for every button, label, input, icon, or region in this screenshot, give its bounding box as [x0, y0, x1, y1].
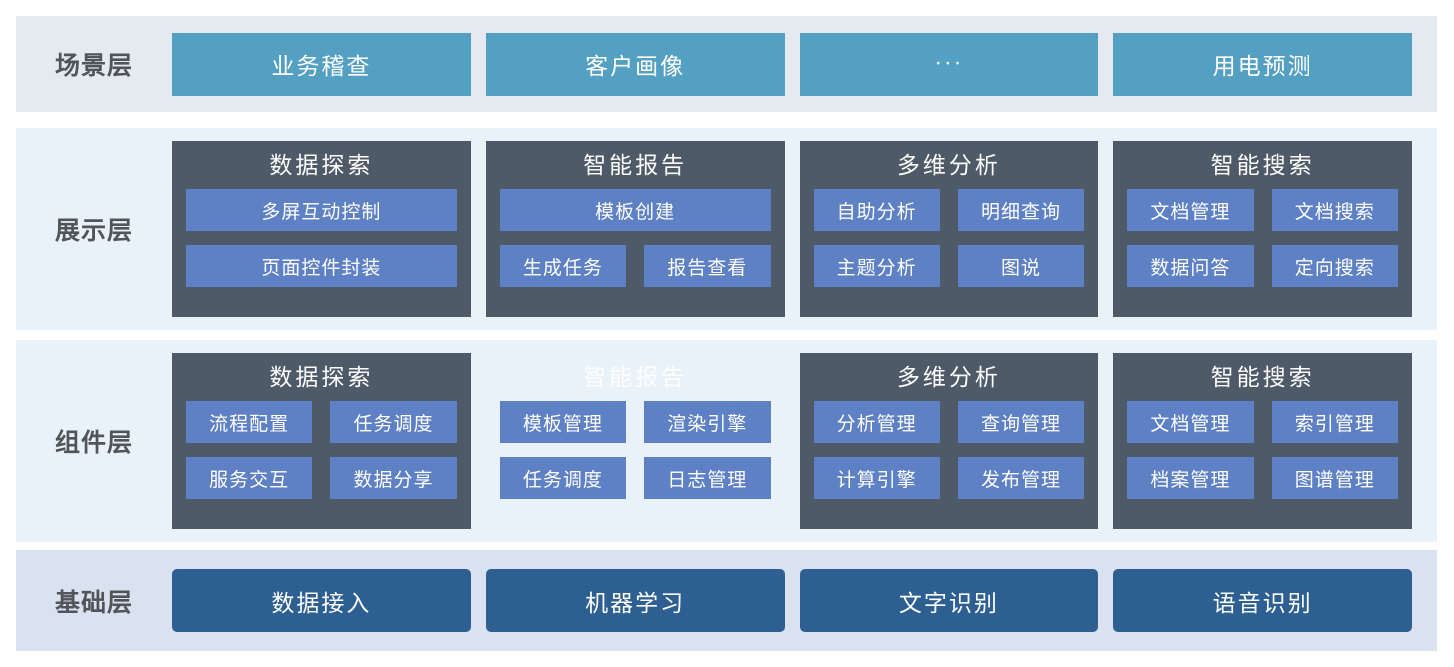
item-index-manage: 索引管理	[1271, 401, 1398, 443]
card-title: 智能报告	[583, 365, 688, 390]
item-publish-manage: 发布管理	[957, 457, 1085, 499]
card-title: 智能报告	[583, 153, 688, 178]
item-doc-search: 文档搜索	[1271, 189, 1398, 231]
component-cards: 数据探索 流程配置 任务调度 服务交互 数据分享 智能报告 模板管理 渲染引擎 …	[172, 340, 1437, 542]
card-component-multidim-analysis: 多维分析 分析管理 查询管理 计算引擎 发布管理	[799, 353, 1099, 529]
card-title: 智能搜索	[1210, 153, 1315, 178]
item-query-manage: 查询管理	[957, 401, 1085, 443]
card-component-smart-search: 智能搜索 文档管理 索引管理 档案管理 图谱管理	[1113, 353, 1412, 529]
card-component-data-explore: 数据探索 流程配置 任务调度 服务交互 数据分享	[172, 353, 471, 529]
item-compute-engine: 计算引擎	[813, 457, 940, 499]
item-log-manage: 日志管理	[644, 457, 771, 499]
item-topic-analysis: 主题分析	[813, 245, 940, 287]
layer-presentation: 展示层 数据探索 多屏互动控制 页面控件封装 智能报告 模板创建 生成任务 报告…	[16, 128, 1437, 330]
scenario-item-customer-profile: 客户画像	[485, 32, 785, 96]
item-data-share: 数据分享	[330, 457, 457, 499]
card-presentation-smart-report: 智能报告 模板创建 生成任务 报告查看	[485, 141, 785, 317]
card-items: 分析管理 查询管理 计算引擎 发布管理	[813, 401, 1085, 499]
card-title: 多维分析	[896, 365, 1001, 390]
card-title: 数据探索	[269, 365, 374, 390]
card-items: 自助分析 明细查询 主题分析 图说	[813, 189, 1085, 287]
base-item-ocr: 文字识别	[799, 569, 1099, 632]
item-generate-task: 生成任务	[499, 245, 627, 287]
card-items: 多屏互动控制 页面控件封装	[186, 189, 457, 287]
base-items: 数据接入 机器学习 文字识别 语音识别	[172, 550, 1437, 651]
layer-label-presentation: 展示层	[54, 217, 133, 245]
card-title: 智能搜索	[1210, 365, 1315, 390]
card-items: 文档管理 索引管理 档案管理 图谱管理	[1127, 401, 1398, 499]
item-doc-manage: 文档管理	[1127, 189, 1254, 231]
card-items: 流程配置 任务调度 服务交互 数据分享	[186, 401, 457, 499]
layer-component: 组件层 数据探索 流程配置 任务调度 服务交互 数据分享 智能报告 模板管理 渲…	[16, 340, 1437, 542]
card-items: 文档管理 文档搜索 数据问答 定向搜索	[1127, 189, 1398, 287]
card-presentation-multidim-analysis: 多维分析 自助分析 明细查询 主题分析 图说	[799, 141, 1099, 317]
item-graph-manage: 图谱管理	[1271, 457, 1398, 499]
item-page-widget-wrap: 页面控件封装	[186, 245, 457, 287]
base-item-asr: 语音识别	[1113, 569, 1412, 632]
item-flow-config: 流程配置	[186, 401, 313, 443]
card-presentation-data-explore: 数据探索 多屏互动控制 页面控件封装	[172, 141, 471, 317]
scenario-item-business-audit: 业务稽查	[172, 32, 471, 96]
presentation-cards: 数据探索 多屏互动控制 页面控件封装 智能报告 模板创建 生成任务 报告查看 多…	[172, 128, 1437, 330]
item-detail-query: 明细查询	[957, 189, 1085, 231]
item-archive-manage: 档案管理	[1127, 457, 1254, 499]
layer-label-base: 基础层	[54, 588, 133, 617]
card-title: 多维分析	[896, 153, 1001, 178]
card-title: 数据探索	[269, 153, 374, 178]
item-targeted-search: 定向搜索	[1271, 245, 1398, 287]
layer-scenario: 场景层 业务稽查 客户画像 ··· 用电预测	[16, 16, 1437, 112]
layer-base: 基础层 数据接入 机器学习 文字识别 语音识别	[16, 550, 1437, 651]
item-template-create: 模板创建	[499, 189, 771, 231]
item-multi-screen-control: 多屏互动控制	[186, 189, 457, 231]
item-template-manage: 模板管理	[499, 401, 627, 443]
layer-label-component: 组件层	[54, 429, 133, 457]
item-self-analysis: 自助分析	[813, 189, 940, 231]
base-item-data-access: 数据接入	[172, 569, 471, 632]
scenario-item-power-forecast: 用电预测	[1113, 32, 1412, 96]
item-doc-manage: 文档管理	[1127, 401, 1254, 443]
item-render-engine: 渲染引擎	[644, 401, 771, 443]
item-data-qa: 数据问答	[1127, 245, 1254, 287]
card-items: 模板创建 生成任务 报告查看	[499, 189, 771, 287]
item-report-view: 报告查看	[644, 245, 771, 287]
scenario-items: 业务稽查 客户画像 ··· 用电预测	[172, 16, 1437, 112]
item-chart-story: 图说	[957, 245, 1085, 287]
card-presentation-smart-search: 智能搜索 文档管理 文档搜索 数据问答 定向搜索	[1113, 141, 1412, 317]
item-analysis-manage: 分析管理	[813, 401, 940, 443]
scenario-item-more-ellipsis: ···	[799, 32, 1099, 96]
layer-label-scenario: 场景层	[54, 52, 133, 80]
card-items: 模板管理 渲染引擎 任务调度 日志管理	[499, 401, 771, 499]
base-item-machine-learning: 机器学习	[485, 569, 785, 632]
item-task-schedule: 任务调度	[330, 401, 457, 443]
card-component-smart-report: 智能报告 模板管理 渲染引擎 任务调度 日志管理	[486, 353, 785, 529]
item-service-interact: 服务交互	[186, 457, 313, 499]
item-task-schedule: 任务调度	[499, 457, 627, 499]
